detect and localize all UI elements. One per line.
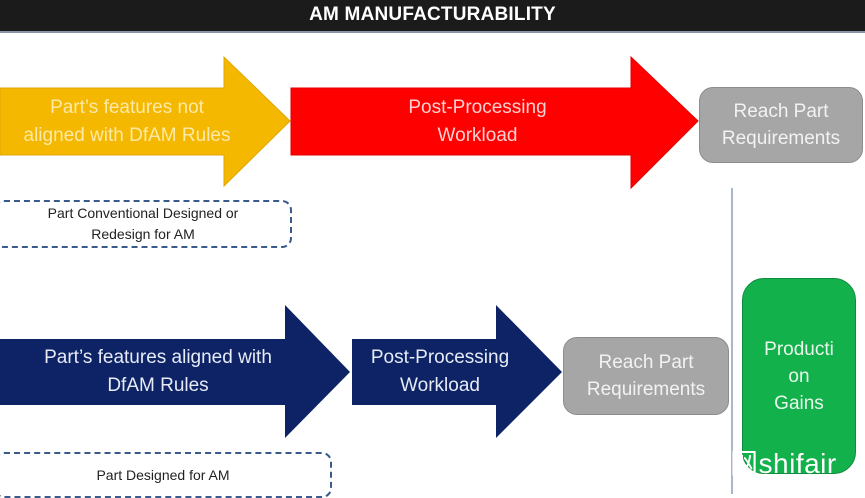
divider-line <box>731 188 733 494</box>
label-line: Redesign for AM <box>91 226 195 242</box>
watermark: 网shifair <box>730 448 837 479</box>
title-bar: AM MANUFACTURABILITY <box>0 0 865 33</box>
label-line: Workload <box>437 125 518 146</box>
label-line: Requirements <box>586 379 706 400</box>
label-line: Producti <box>764 338 834 360</box>
top-arrow-2-label: Post-Processing Workload <box>340 94 615 150</box>
label-line: aligned with DfAM Rules <box>23 125 231 146</box>
top-arrow-yellow <box>0 55 291 188</box>
top-arrow-1-label: Part’s features not aligned with DfAM Ru… <box>0 94 254 150</box>
label-line: Part’s features aligned with <box>44 347 272 368</box>
label-line: Requirements <box>721 128 841 149</box>
top-result-box: Reach Part Requirements <box>699 87 863 163</box>
page-title: AM MANUFACTURABILITY <box>309 4 556 25</box>
label-line: Reach Part <box>733 101 829 122</box>
label-line: on <box>788 365 810 387</box>
bottom-result-box: Reach Part Requirements <box>563 337 729 415</box>
label-line: Part Designed for AM <box>96 466 230 483</box>
label-line: Part’s features not <box>50 97 204 118</box>
top-note-box: Part Conventional Designed or Redesign f… <box>0 200 292 248</box>
bottom-arrow-navy-2 <box>352 305 562 438</box>
label-line: Reach Part <box>598 352 694 373</box>
top-arrow-red <box>290 55 699 190</box>
bottom-arrow-1-label: Part’s features aligned with DfAM Rules <box>0 344 316 400</box>
bottom-arrow-navy-1 <box>0 305 350 438</box>
label-line: Workload <box>400 375 480 396</box>
bottom-note-box: Part Designed for AM <box>0 452 332 498</box>
label-line: DfAM Rules <box>107 375 209 396</box>
label-line: Post-Processing <box>370 347 510 368</box>
label-line: Post-Processing <box>408 97 547 118</box>
label-line: Part Conventional Designed or <box>47 205 239 221</box>
label-line: Gains <box>774 392 824 414</box>
bottom-arrow-2-label: Post-Processing Workload <box>352 344 528 400</box>
production-gains-box: Producti on Gains <box>742 278 856 474</box>
